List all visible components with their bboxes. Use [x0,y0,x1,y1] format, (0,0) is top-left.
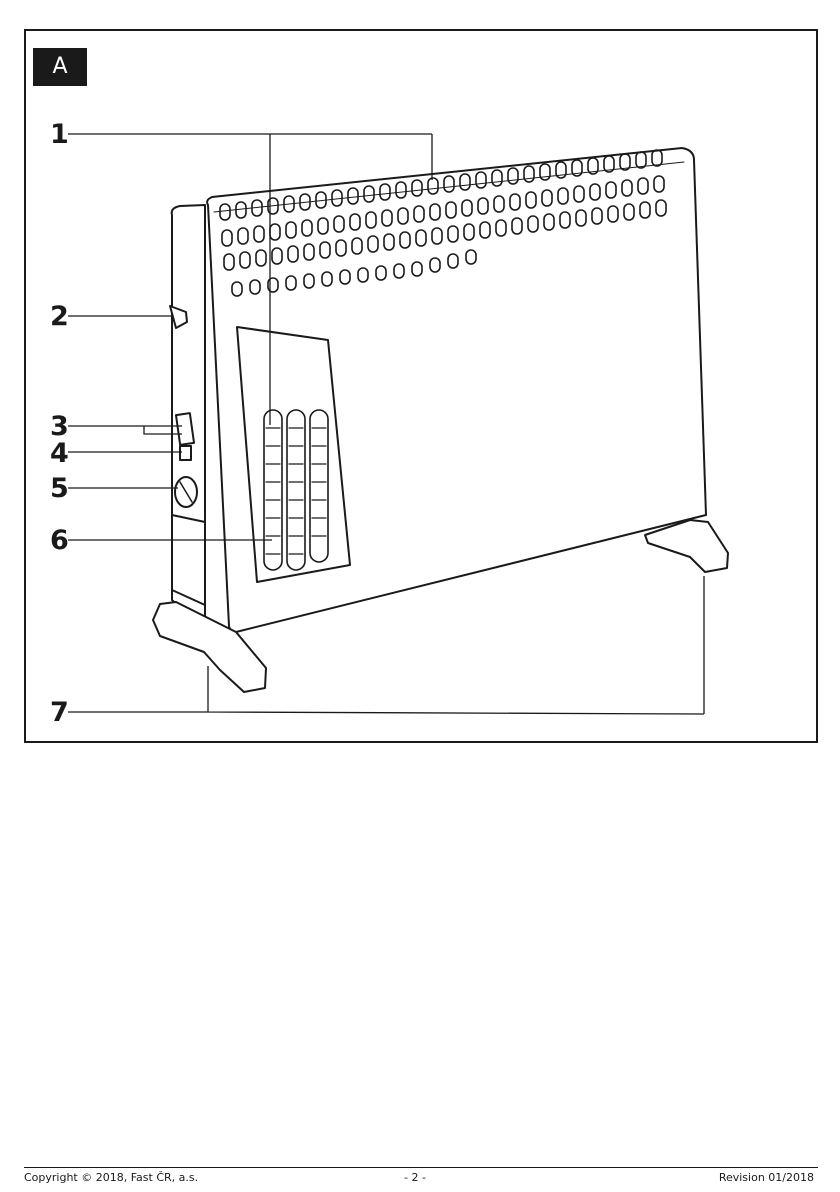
callout-7: 7 [50,697,69,728]
leader-3 [68,426,182,434]
callout-5: 5 [50,473,69,504]
callout-numbers: 1 2 3 4 5 6 7 [50,119,69,728]
fan-switch [180,446,191,460]
callout-1: 1 [50,119,69,150]
callout-6: 6 [50,525,69,556]
callout-2: 2 [50,301,69,332]
heater-diagram: 1 2 3 4 5 6 7 [0,0,840,760]
leader-7 [68,576,704,714]
footer-revision: Revision 01/2018 [719,1171,814,1184]
power-switches [176,413,194,445]
footer-page-number: - 2 - [404,1171,426,1184]
callout-4: 4 [50,438,69,469]
footer-divider [24,1167,818,1168]
footer-copyright: Copyright © 2018, Fast ČR, a.s. [24,1171,198,1184]
